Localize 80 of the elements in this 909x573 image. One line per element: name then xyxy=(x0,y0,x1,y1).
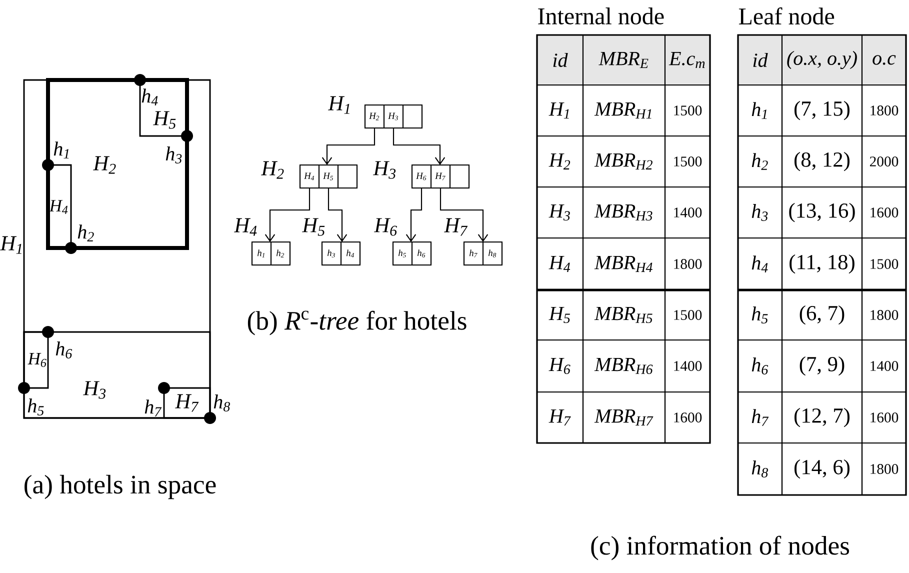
node-label: H$_{2}$ xyxy=(260,161,284,179)
table-cell: 1800 xyxy=(861,289,907,341)
table-cell: (7, 15) xyxy=(781,84,863,137)
node-label: H$_{6}$ xyxy=(374,218,397,236)
table-cell: 1600 xyxy=(664,391,711,444)
table-cell: o.c xyxy=(861,34,907,86)
region-rectangle: H$_{7}$ xyxy=(163,387,211,419)
table-cell: 1800 xyxy=(861,442,907,496)
table-cell: (o.x, o.y) xyxy=(781,34,863,86)
table-cell: H$_{3}$ xyxy=(536,186,584,239)
table-cell: id xyxy=(536,34,584,86)
table-cell: 1500 xyxy=(664,135,711,188)
table-cell: H$_{7}$ xyxy=(536,391,584,444)
table-cell: MBR$_{H6}$ xyxy=(582,339,666,393)
table-cell: MBR$_{H3}$ xyxy=(582,186,666,239)
table-cell: h$_{2}$ xyxy=(737,135,783,188)
table-cell: 2000 xyxy=(861,135,907,188)
table-cell: h$_{3}$ xyxy=(737,186,783,239)
region-rectangle: H$_{6}$ xyxy=(23,331,49,389)
tree-node: H$_{6}$ H$_{7}$ xyxy=(411,164,470,189)
table-cell: MBR$_{E}$ xyxy=(582,34,666,86)
table-cell: h$_{8}$ xyxy=(737,442,783,496)
table-cell: MBR$_{H2}$ xyxy=(582,135,666,188)
table-cell: h$_{5}$ xyxy=(737,289,783,341)
node-label: H$_{7}$ xyxy=(444,218,468,236)
table-cell: 1400 xyxy=(664,186,711,239)
caption: (a) hotels in space xyxy=(24,474,216,500)
table-cell: 1600 xyxy=(861,391,907,444)
tree-node: h$_{1}$ h$_{2}$ xyxy=(251,241,291,266)
table-cell: H$_{6}$ xyxy=(536,339,584,393)
tree-node: H$_{4}$ H$_{5}$ xyxy=(299,164,358,189)
caption: (b) R$^{c}$-tree for hotels xyxy=(248,310,466,336)
node-label: H$_{1}$ xyxy=(328,96,350,114)
table-cell: 1800 xyxy=(664,237,711,292)
tree-node: h$_{5}$ h$_{6}$ xyxy=(392,241,432,266)
table-cell: 1500 xyxy=(861,237,907,292)
table-cell: (7, 9) xyxy=(781,339,863,393)
tree-node: H$_{2}$ H$_{3}$ xyxy=(364,104,423,129)
arrow xyxy=(440,188,488,242)
table-cell: H$_{4}$ xyxy=(536,237,584,292)
arrow xyxy=(392,128,446,165)
table-cell: 1500 xyxy=(664,84,711,137)
arrow xyxy=(264,188,310,242)
node-label: H$_{4}$ xyxy=(234,218,257,236)
table-cell: h$_{7}$ xyxy=(737,391,783,444)
table-cell: (8, 12) xyxy=(781,135,863,188)
arrow xyxy=(328,188,348,242)
table-title: Leaf node xyxy=(738,7,834,25)
table-cell: MBR$_{H4}$ xyxy=(582,237,666,292)
tree-node: h$_{3}$ h$_{4}$ xyxy=(321,241,361,266)
table-cell: 1500 xyxy=(664,289,711,341)
table-cell: (13, 16) xyxy=(781,186,863,239)
table-cell: id xyxy=(737,34,783,86)
node-label: H$_{5}$ xyxy=(302,218,325,236)
table-cell: 1400 xyxy=(664,339,711,393)
table-cell: h$_{1}$ xyxy=(737,84,783,137)
table-cell: H$_{2}$ xyxy=(536,135,584,188)
table-cell: MBR$_{H5}$ xyxy=(582,289,666,341)
table-cell: (14, 6) xyxy=(781,442,863,496)
node-label: H$_{1}$ xyxy=(0,236,22,254)
tree-node: h$_{7}$ h$_{8}$ xyxy=(463,241,503,266)
caption: (c) information of nodes xyxy=(591,536,850,560)
table-cell: MBR$_{H1}$ xyxy=(582,84,666,137)
table-cell: 1400 xyxy=(861,339,907,393)
table-cell: H$_{5}$ xyxy=(536,289,584,341)
region-rectangle: H$_{4}$ xyxy=(47,164,72,249)
table-cell: E.c$_{m}$ xyxy=(664,34,711,86)
arrow xyxy=(406,188,422,242)
table-cell: 1800 xyxy=(861,84,907,137)
table-cell: h$_{4}$ xyxy=(737,237,783,292)
node-label: H$_{3}$ xyxy=(372,161,396,179)
table-title: Internal node xyxy=(538,8,664,24)
table-cell: H$_{1}$ xyxy=(536,84,584,137)
table-cell: MBR$_{H7}$ xyxy=(582,391,666,444)
table-cell: (6, 7) xyxy=(781,289,863,341)
table-cell: h$_{6}$ xyxy=(737,339,783,393)
table-cell: (12, 7) xyxy=(781,391,863,444)
arrow xyxy=(322,128,376,165)
table-cell: (11, 18) xyxy=(781,237,863,292)
table-cell: 1600 xyxy=(861,186,907,239)
